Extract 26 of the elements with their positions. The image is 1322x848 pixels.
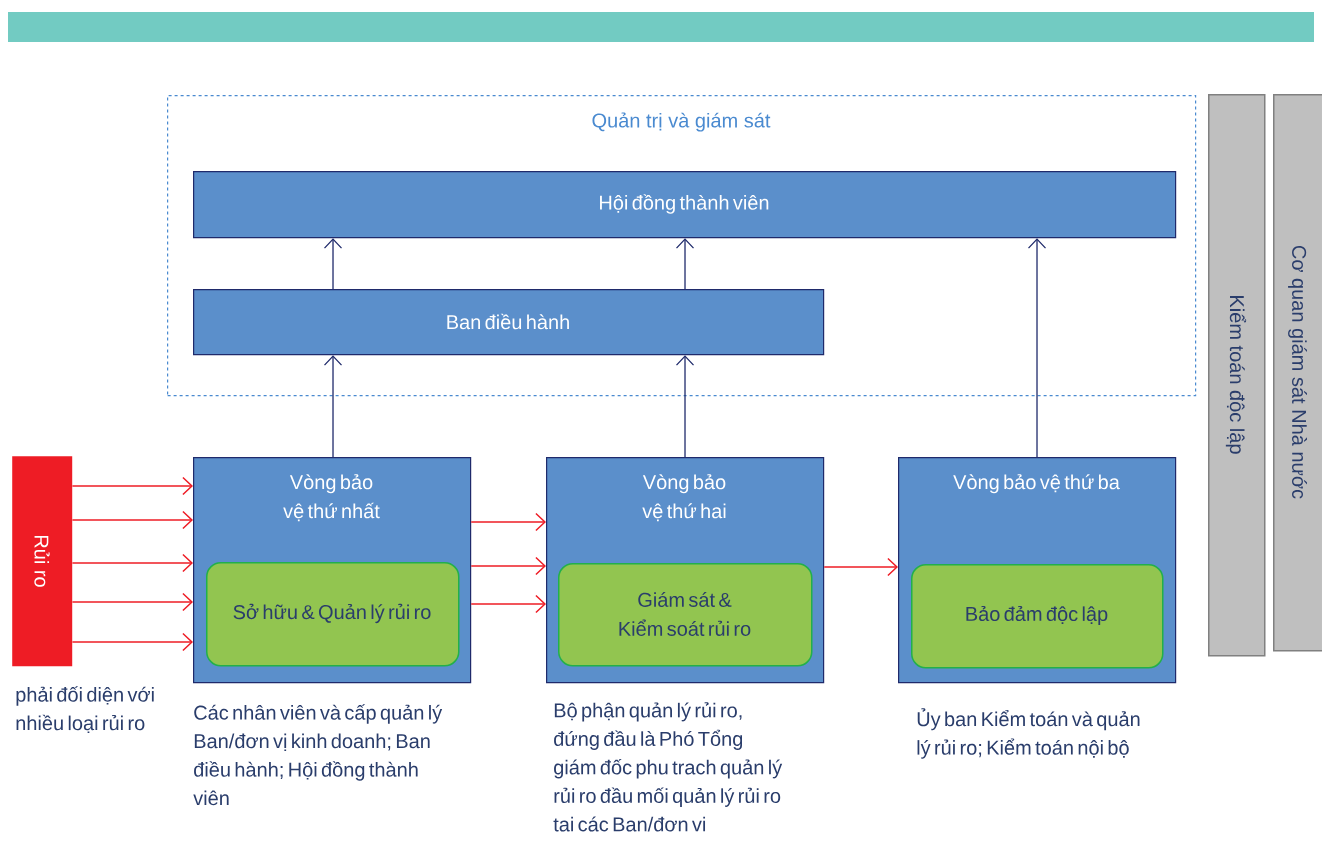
- side-bar: Cơ quan giám sát Nhà nước: [1273, 94, 1322, 652]
- process-box: Hội đồng thành viên: [193, 171, 1177, 239]
- arrow: [470, 556, 546, 576]
- arrow: [1027, 238, 1047, 458]
- description-text: Các nhân viên và cấp quản lý Ban/đơn vị kinh doanh; Ban điều hành; Hội đồng thành viên: [193, 704, 443, 806]
- side-bar: Kiểm toán độc lập: [1208, 94, 1266, 657]
- arrow: [470, 594, 546, 614]
- arrow: [71, 592, 193, 612]
- arrow: [675, 355, 695, 458]
- description-text: Ủy ban Kiểm toán và quản lý rủi ro; Kiểm toán nội bộ: [917, 708, 1140, 759]
- function-box: Giám sát & Kiểm soát rủi ro: [558, 563, 813, 667]
- arrow: [71, 510, 193, 530]
- description-text: Bộ phận quản lý rủi ro, đứng đầu là Phó Tổng giám đốc phu trach quản lý rủi ro đầu mối quản lý rủi ro tai các Ban/đơn vi: [553, 702, 783, 832]
- arrow: [71, 476, 193, 496]
- arrow: [323, 238, 343, 290]
- function-box: Bảo đảm độc lập: [911, 564, 1164, 669]
- arrow: [323, 355, 343, 458]
- description-text: phải đối diện với nhiều loại rủi ro: [16, 686, 154, 734]
- arrow: [675, 238, 695, 290]
- arrow: [470, 512, 546, 532]
- process-box: Ban điều hành: [193, 289, 825, 356]
- risk-bar: Rủi ro: [12, 456, 73, 667]
- arrow: [71, 632, 193, 652]
- function-box: Sở hữu & Quản lý rủi ro: [206, 562, 460, 667]
- arrow: [823, 557, 898, 577]
- arrow: [71, 553, 193, 573]
